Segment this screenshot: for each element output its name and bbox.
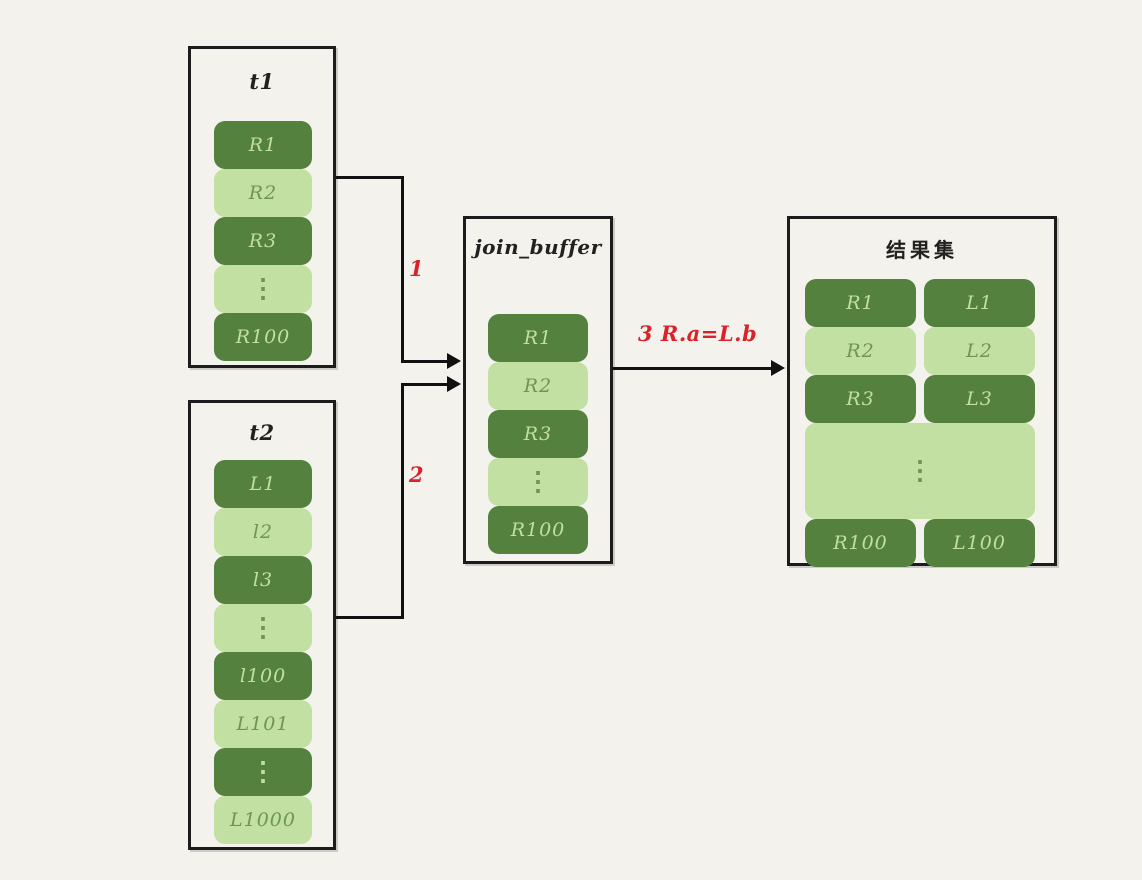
arrow1-seg-bottom	[401, 360, 449, 363]
result-set-ellipsis: ⋮	[907, 455, 933, 486]
arrow2-seg-bottom	[336, 616, 404, 619]
table-t2-label: L1000	[230, 809, 296, 831]
table-t2-label: L1	[249, 473, 277, 495]
arrow1-head	[447, 353, 461, 369]
table-t1-row: R1	[214, 121, 312, 169]
result-set-cell-right: L3	[924, 375, 1035, 423]
table-t1-label: R1	[248, 134, 278, 156]
join-buffer-label: R1	[523, 327, 553, 349]
table-t1-label: R100	[235, 326, 291, 348]
table-t2-label: L101	[236, 713, 290, 735]
arrow2-seg-vert	[401, 383, 404, 619]
table-t1-row: R3	[214, 217, 312, 265]
result-set-label: L100	[953, 532, 1006, 554]
table-t2-row: l3	[214, 556, 312, 604]
result-set-label: R100	[833, 532, 888, 554]
join-buffer-title: join_buffer	[474, 235, 602, 259]
result-set-cell-left: R1	[805, 279, 916, 327]
result-set-row: ⋮	[805, 423, 1035, 519]
result-set-label: L2	[966, 340, 993, 362]
arrow3-seg	[613, 367, 773, 370]
result-set-label: R1	[846, 292, 875, 314]
result-set-label: R2	[846, 340, 875, 362]
table-t2-row: L101	[214, 700, 312, 748]
table-t2-label: l3	[252, 569, 274, 591]
result-set-cell-right: L1	[924, 279, 1035, 327]
table-t2-row: ⋮	[214, 748, 312, 796]
table-t2-label: l2	[252, 521, 274, 543]
table-t1-label: R2	[248, 182, 278, 204]
join-buffer-row: R2	[488, 362, 588, 410]
table-t2-row: l100	[214, 652, 312, 700]
result-set-label: L3	[966, 388, 993, 410]
result-set-cell-left: R3	[805, 375, 916, 423]
table-t2-ellipsis: ⋮	[250, 612, 276, 643]
table-t2-ellipsis: ⋮	[250, 756, 276, 787]
table-t2-row: l2	[214, 508, 312, 556]
join-buffer-row: ⋮	[488, 458, 588, 506]
arrow1-seg-vert	[401, 176, 404, 363]
arrow2-seg-top	[401, 383, 449, 386]
arrow2-head	[447, 376, 461, 392]
annotation-step-1: 1	[409, 256, 424, 281]
join-buffer-row: R100	[488, 506, 588, 554]
table-t1-title: t1	[249, 69, 275, 94]
annotation-join-condition: 3 R.a=L.b	[638, 321, 758, 346]
result-set-cell-left: R100	[805, 519, 916, 567]
table-t1-ellipsis: ⋮	[250, 273, 276, 304]
result-set-cell-right: L2	[924, 327, 1035, 375]
table-t2-title: t2	[249, 420, 275, 445]
result-set-cell-right: L100	[924, 519, 1035, 567]
result-set-label: R3	[846, 388, 875, 410]
result-set-label: L1	[966, 292, 993, 314]
table-t1-label: R3	[248, 230, 278, 252]
join-buffer-label: R3	[523, 423, 553, 445]
table-t1-row: R2	[214, 169, 312, 217]
join-buffer-row: R1	[488, 314, 588, 362]
join-buffer-ellipsis: ⋮	[525, 466, 551, 497]
arrow1-seg-top	[336, 176, 404, 179]
table-t1-row: ⋮	[214, 265, 312, 313]
result-set-title: 结果集	[886, 238, 958, 262]
join-buffer-row: R3	[488, 410, 588, 458]
join-buffer-label: R100	[510, 519, 566, 541]
annotation-step-2: 2	[409, 462, 424, 487]
table-t1-row: R100	[214, 313, 312, 361]
table-t2-row: L1	[214, 460, 312, 508]
join-buffer-label: R2	[523, 375, 553, 397]
table-t2-row: L1000	[214, 796, 312, 844]
arrow3-head	[771, 360, 785, 376]
result-set-cell-left: R2	[805, 327, 916, 375]
table-t2-row: ⋮	[214, 604, 312, 652]
table-t2-label: l100	[239, 665, 287, 687]
